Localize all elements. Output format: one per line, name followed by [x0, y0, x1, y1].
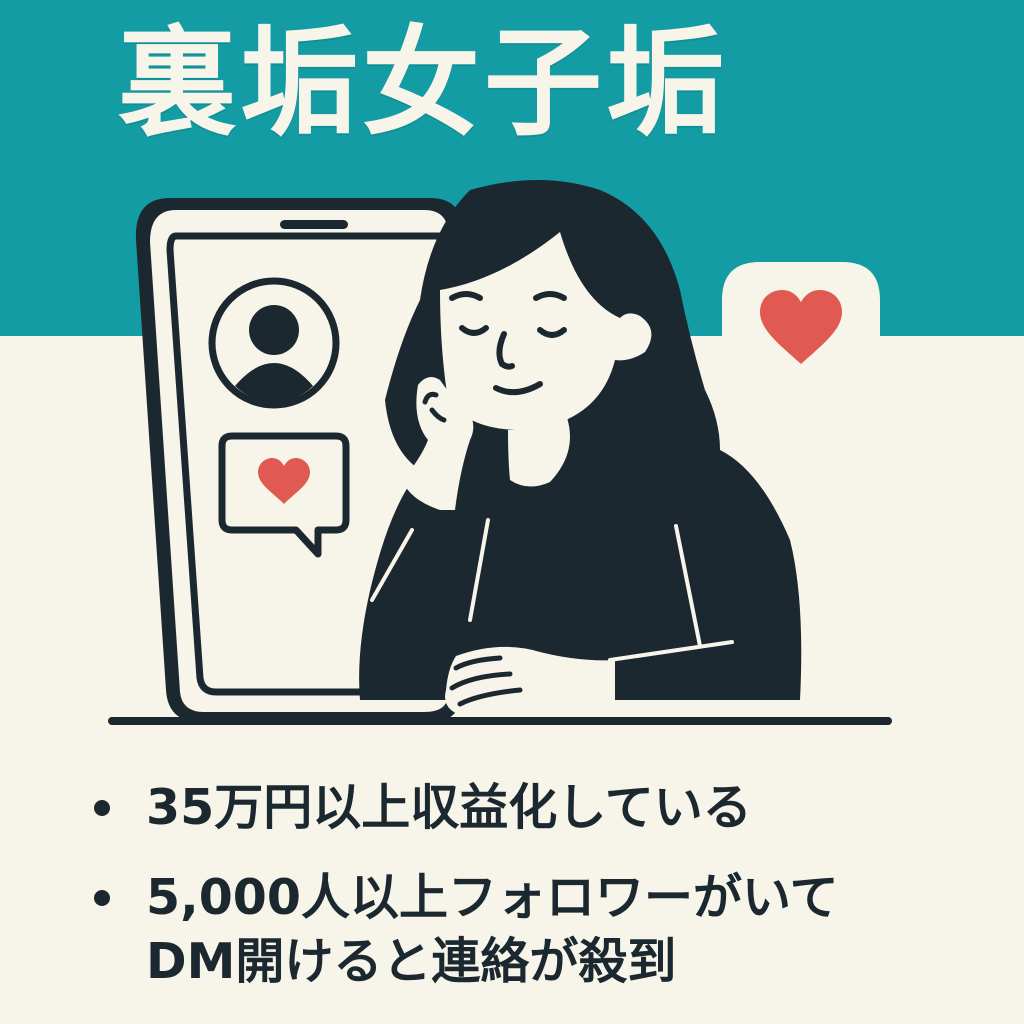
feature-list: 35万円以上収益化している 5,000人以上フォロワーがいて DM開けると連絡が…: [92, 776, 839, 1020]
desk-line: [108, 717, 892, 725]
heart-icon: [760, 290, 842, 364]
bullet-text: 35万円以上収益化している: [146, 779, 752, 836]
woman-illustration: [359, 180, 802, 718]
heart-chat-bubble-icon: [218, 432, 350, 558]
notification-tab: [722, 262, 880, 364]
bullet-dot-icon: [94, 800, 110, 816]
bullet-text-continued: DM開けると連絡が殺到: [146, 933, 677, 990]
bullet-text: 5,000人以上フォロワーがいて: [146, 869, 839, 926]
bullet-dot-icon: [94, 890, 110, 906]
page-title: 裏垢女子垢: [118, 14, 729, 152]
list-item: 35万円以上収益化している: [92, 776, 839, 840]
list-item: 5,000人以上フォロワーがいて DM開けると連絡が殺到: [92, 866, 839, 994]
avatar-icon: [208, 277, 340, 409]
